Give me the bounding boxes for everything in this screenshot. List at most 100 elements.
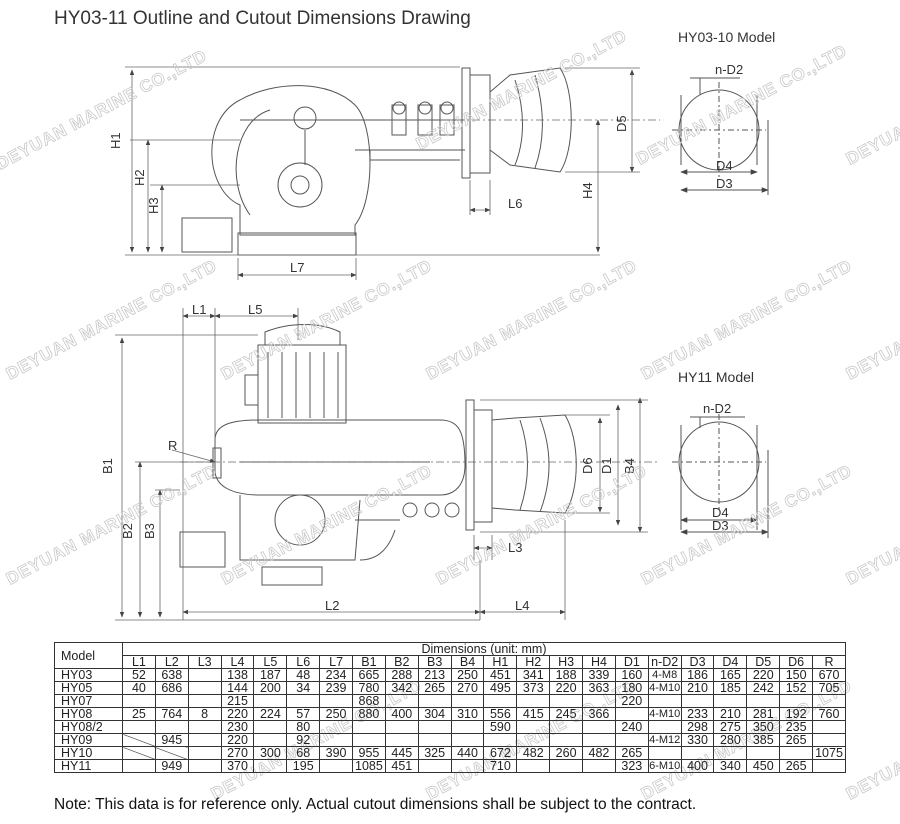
row-model: HY08 — [54, 707, 123, 721]
table-cell: 342 — [384, 681, 419, 695]
table-cell — [154, 746, 189, 760]
table-cell: 281 — [746, 707, 781, 721]
table-cell: 240 — [614, 720, 649, 734]
table-cell: 445 — [384, 746, 419, 760]
dim-l1: L1 — [192, 302, 206, 317]
table-cell — [417, 694, 452, 708]
table-cell — [713, 746, 748, 760]
hy11-n-d2: n-D2 — [703, 401, 731, 416]
table-cell — [352, 720, 386, 734]
col-header: D6 — [779, 655, 814, 669]
table-cell: 4-M10 — [647, 707, 682, 721]
table-cell — [483, 694, 518, 708]
table-cell: 280 — [713, 733, 748, 747]
table-cell: 270 — [450, 681, 485, 695]
table-cell — [582, 720, 616, 734]
table-cell: 451 — [384, 759, 419, 773]
header-model: Model — [54, 642, 123, 669]
table-cell: 187 — [253, 668, 288, 682]
table-cell — [582, 694, 616, 708]
table-cell — [549, 694, 584, 708]
table-cell: 400 — [680, 759, 715, 773]
table-cell: 672 — [483, 746, 518, 760]
col-header: n-D2 — [647, 655, 682, 669]
table-cell: 250 — [450, 668, 485, 682]
table-cell — [582, 759, 616, 773]
watermark: DEYUAN MARINE CO.,LTD — [638, 256, 855, 384]
row-model: HY11 — [54, 759, 123, 773]
table-cell: 451 — [483, 668, 518, 682]
watermark: DEYUAN MARINE CO.,LTD — [638, 461, 855, 589]
table-cell: 6-M10 — [647, 759, 682, 773]
table-cell: 92 — [286, 733, 321, 747]
table-cell: 210 — [713, 707, 748, 721]
table-cell: 215 — [220, 694, 255, 708]
table-cell: 304 — [417, 707, 452, 721]
table-cell — [286, 694, 321, 708]
table-cell: 945 — [154, 733, 189, 747]
table-cell — [680, 746, 715, 760]
dim-h3: H3 — [146, 197, 161, 214]
watermark: DEYUAN MARINE CO.,LTD — [633, 41, 850, 169]
table-cell — [582, 733, 616, 747]
table-cell: 363 — [582, 681, 616, 695]
table-cell — [122, 694, 156, 708]
table-cell — [450, 720, 485, 734]
table-cell: 339 — [582, 668, 616, 682]
table-cell — [319, 733, 354, 747]
table-cell: 350 — [746, 720, 781, 734]
table-cell — [450, 759, 485, 773]
table-cell: 150 — [779, 668, 814, 682]
dim-l2: L2 — [325, 598, 339, 613]
table-cell: 868 — [352, 694, 386, 708]
table-cell: 195 — [286, 759, 321, 773]
table-cell — [549, 733, 584, 747]
table-cell: 310 — [450, 707, 485, 721]
table-cell: 48 — [286, 668, 321, 682]
table-cell: 235 — [779, 720, 814, 734]
col-header: L6 — [286, 655, 321, 669]
table-cell: 25 — [122, 707, 156, 721]
watermark: DEYUAN MARINE CO.,LTD — [843, 41, 900, 169]
mount-flange-2 — [465, 399, 475, 531]
table-cell: 415 — [516, 707, 551, 721]
hy03-10-d3: D3 — [716, 176, 733, 191]
col-header: L2 — [154, 655, 189, 669]
gauge — [293, 106, 317, 130]
row-model: HY03 — [54, 668, 123, 682]
table-cell: 670 — [812, 668, 846, 682]
table-cell — [319, 759, 354, 773]
hy03-10-end-view — [672, 77, 769, 195]
dim-h4: H4 — [580, 182, 595, 199]
table-cell: 34 — [286, 681, 321, 695]
table-cell: 764 — [154, 707, 189, 721]
table-cell — [253, 720, 288, 734]
table-cell: 450 — [746, 759, 781, 773]
table-cell — [746, 694, 781, 708]
table-cell — [516, 759, 551, 773]
table-cell — [187, 720, 222, 734]
watermark: DEYUAN MARINE CO.,LTD — [3, 461, 220, 589]
table-cell — [122, 759, 156, 773]
table-cell — [384, 694, 419, 708]
table-cell: 245 — [549, 707, 584, 721]
dim-l4: L4 — [515, 598, 529, 613]
hy11-d3: D3 — [712, 518, 729, 533]
dim-b1: B1 — [100, 458, 115, 474]
col-header: D3 — [680, 655, 715, 669]
base-plate — [237, 232, 357, 256]
table-cell: 330 — [680, 733, 715, 747]
table-cell — [549, 720, 584, 734]
row-model: HY09 — [54, 733, 123, 747]
watermark: DEYUAN MARINE CO.,LTD — [423, 256, 640, 384]
table-cell — [122, 720, 156, 734]
table-cell: 275 — [713, 720, 748, 734]
table-cell: 686 — [154, 681, 189, 695]
table-cell: 152 — [779, 681, 814, 695]
table-cell: 68 — [286, 746, 321, 760]
table-cell: 220 — [614, 694, 649, 708]
